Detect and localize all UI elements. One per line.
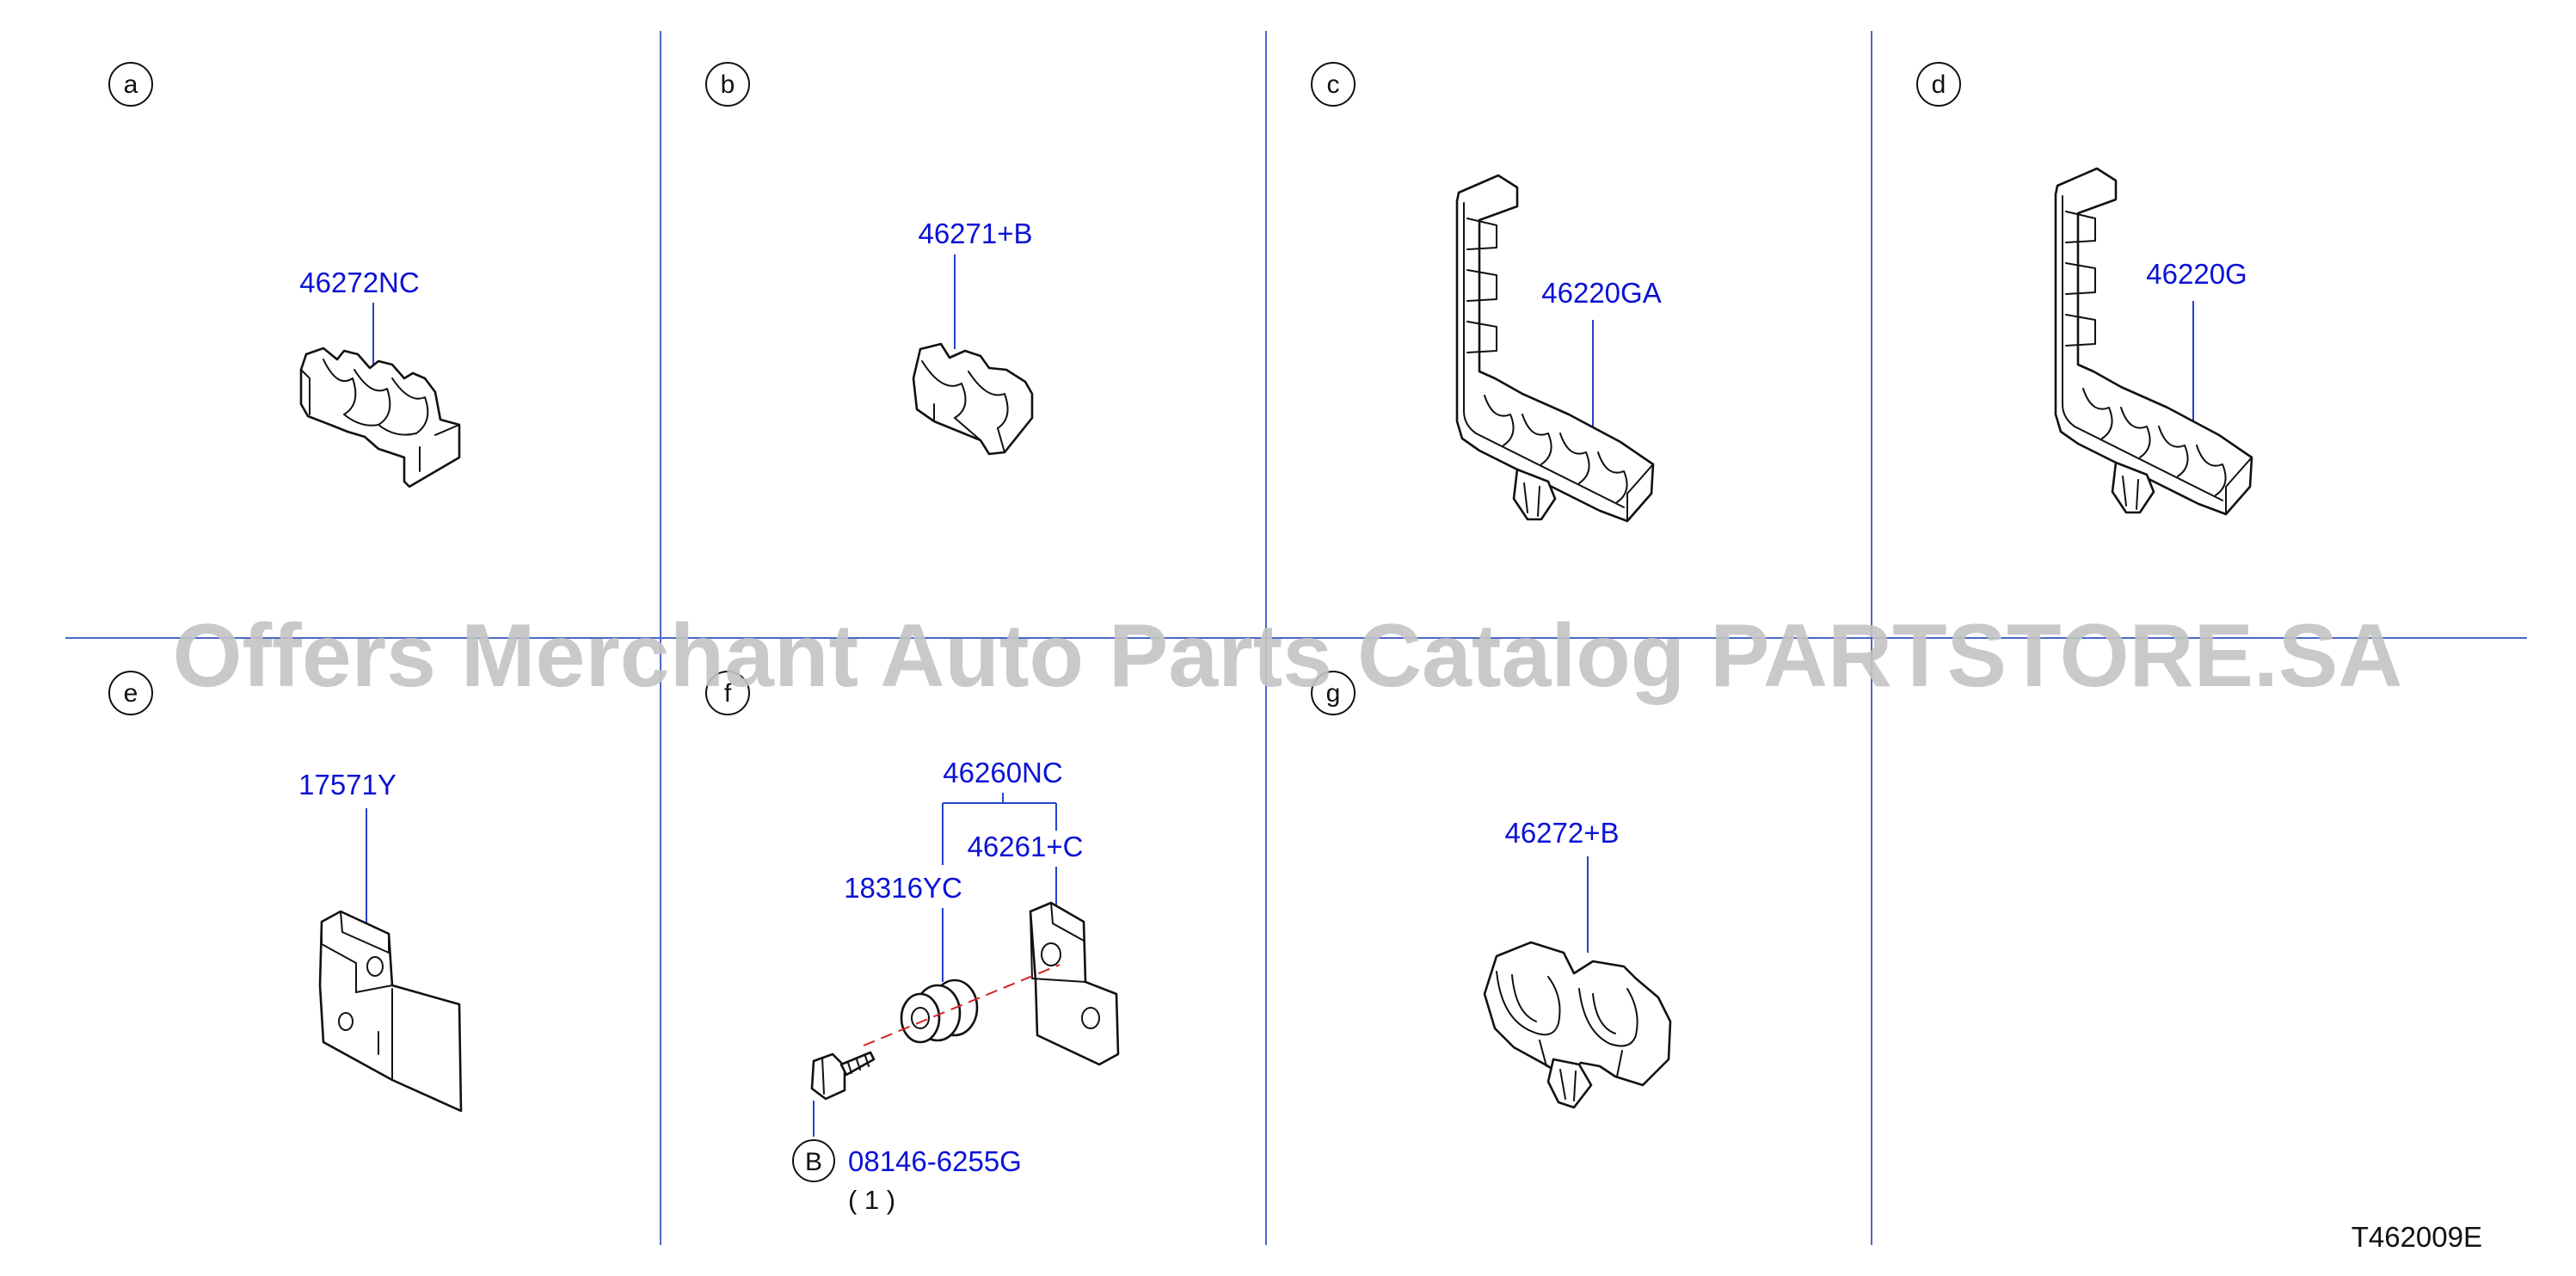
panel-label-g: g <box>1326 679 1341 708</box>
panel-label-f: f <box>724 679 732 708</box>
panel-label-e: e <box>124 679 138 708</box>
part-number-08146-6255G[interactable]: 08146-6255G <box>848 1145 1022 1177</box>
clip-46272+B[interactable] <box>1483 941 1672 1109</box>
panel-label-c: c <box>1327 71 1340 99</box>
watermark: Offers Merchant Auto Parts Catalog PARTS… <box>173 606 2403 706</box>
part-number-46220GA[interactable]: 46220GA <box>1541 277 1661 309</box>
part-number-46260NC[interactable]: 46260NC <box>943 757 1062 788</box>
panel-label-circle-c <box>1311 62 1356 107</box>
panel-a: a 46272NC <box>108 62 461 488</box>
part-number-46272NC[interactable]: 46272NC <box>299 267 419 298</box>
bolt-08146-6255G[interactable] <box>810 1051 876 1101</box>
panel-g: g 46272+B <box>1311 671 1672 1109</box>
part-number-46272+B[interactable]: 46272+B <box>1504 817 1619 849</box>
part-number-18316YC[interactable]: 18316YC <box>844 872 962 904</box>
assembly-bracket-leader <box>942 793 1057 865</box>
panel-b: b 46271+B <box>705 62 1034 456</box>
part-number-46271+B[interactable]: 46271+B <box>918 218 1032 249</box>
panel-label-d: d <box>1932 71 1946 99</box>
assembly-center-line <box>863 964 1061 1046</box>
part-number-46220G[interactable]: 46220G <box>2146 258 2247 290</box>
clip-46271+B[interactable] <box>912 342 1034 456</box>
panel-label-circle-a <box>108 62 153 107</box>
panel-label-circle-e <box>108 671 153 715</box>
panel-label-a: a <box>124 71 138 99</box>
drawing-code: T462009E <box>2352 1221 2482 1253</box>
panel-c: c 46220GA <box>1311 62 1662 523</box>
part-number-17571Y[interactable]: 17571Y <box>298 769 397 801</box>
bracket-46261+C[interactable] <box>1029 901 1120 1066</box>
panel-e: e 17571Y <box>108 671 463 1113</box>
grommet-18316YC[interactable] <box>900 978 979 1044</box>
part-number-46261+C[interactable]: 46261+C <box>968 831 1084 862</box>
clip-46220G[interactable] <box>2054 167 2253 516</box>
panel-label-circle-b <box>705 62 750 107</box>
clip-46220GA[interactable] <box>1455 174 1655 523</box>
panel-grid <box>65 31 2527 1245</box>
clip-46272NC[interactable] <box>299 347 461 488</box>
panel-label-circle-f <box>705 671 750 715</box>
panel-label-b: b <box>721 71 735 99</box>
panel-d: d 46220G <box>1916 62 2253 516</box>
panel-label-circle-d <box>1916 62 1961 107</box>
panel-label-circle-g <box>1311 671 1356 715</box>
panel-f: f 46260NC 46261+C 18316YC <box>705 671 1120 1215</box>
bolt-quantity: ( 1 ) <box>848 1185 895 1215</box>
bolt-ref-circle <box>792 1139 835 1182</box>
bolt-ref-label: B <box>805 1148 822 1176</box>
bracket-17571Y[interactable] <box>318 910 463 1113</box>
